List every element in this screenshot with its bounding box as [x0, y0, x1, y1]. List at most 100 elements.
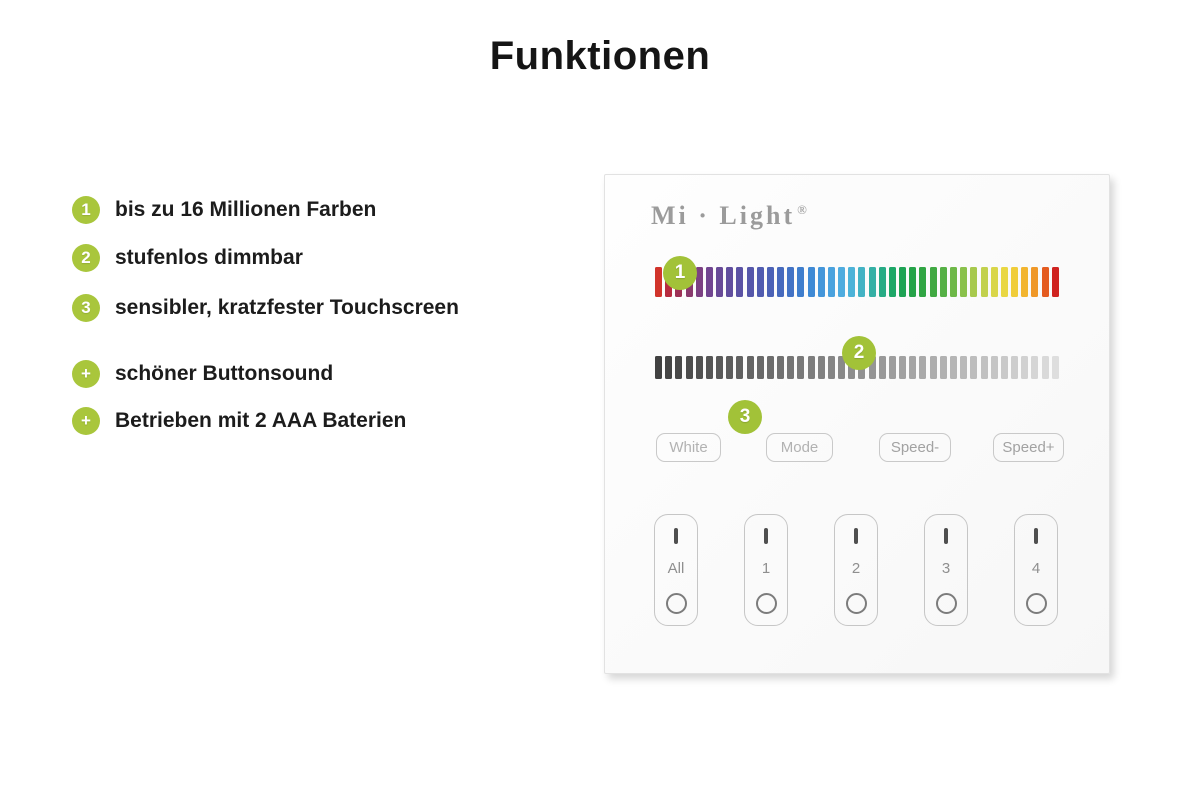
dim-bar	[777, 356, 785, 379]
color-bar	[695, 267, 703, 297]
marker-badge-2: 2	[842, 336, 876, 370]
zone-rocker-1: 1	[744, 514, 788, 626]
feature-text: bis zu 16 Millionen Farben	[115, 198, 377, 221]
registered-mark: ®	[797, 202, 807, 218]
on-mark-icon	[674, 528, 678, 544]
dim-gradient-strip	[655, 356, 1059, 379]
zone-label: 4	[1031, 560, 1041, 577]
dim-bar	[1031, 356, 1039, 379]
dim-bar	[980, 356, 988, 379]
color-bar	[858, 267, 866, 297]
color-bar	[1011, 267, 1019, 297]
dim-bar	[949, 356, 957, 379]
color-bar	[746, 267, 754, 297]
color-bar	[705, 267, 713, 297]
color-bar	[970, 267, 978, 297]
color-bar	[949, 267, 957, 297]
dim-bar	[787, 356, 795, 379]
dim-bar	[919, 356, 927, 379]
color-bar	[726, 267, 734, 297]
off-circle-icon	[1025, 593, 1047, 614]
feature-item: + Betrieben mit 2 AAA Baterien	[72, 407, 459, 435]
brand-logo: Mi · Light®	[651, 201, 807, 231]
zone-label: All	[667, 560, 685, 577]
dim-bar	[838, 356, 846, 379]
zone-rocker-4: 4	[1014, 514, 1058, 626]
marker-badge-3: 3	[728, 400, 762, 434]
feature-text: stufenlos dimmbar	[115, 246, 303, 269]
off-circle-icon	[845, 593, 867, 614]
on-mark-icon	[1034, 528, 1038, 544]
feature-item: 3 sensibler, kratzfester Touchscreen	[72, 294, 459, 322]
off-circle-icon	[665, 593, 687, 614]
color-bar	[787, 267, 795, 297]
plus-badge-icon: +	[72, 360, 100, 388]
dim-bar	[1000, 356, 1008, 379]
dim-bar	[878, 356, 886, 379]
color-gradient-strip	[655, 267, 1059, 297]
dim-bar	[960, 356, 968, 379]
dim-bar	[929, 356, 937, 379]
dim-bar	[990, 356, 998, 379]
color-bar	[1000, 267, 1008, 297]
off-circle-icon	[755, 593, 777, 614]
dim-bar	[909, 356, 917, 379]
dim-bar	[1011, 356, 1019, 379]
color-bar	[797, 267, 805, 297]
dim-bar	[1041, 356, 1049, 379]
dim-bar	[726, 356, 734, 379]
color-bar	[756, 267, 764, 297]
color-bar	[899, 267, 907, 297]
color-bar	[868, 267, 876, 297]
on-mark-icon	[764, 528, 768, 544]
on-mark-icon	[854, 528, 858, 544]
dim-bar	[695, 356, 703, 379]
speed-plus-button: Speed+	[993, 433, 1064, 462]
zone-label: 2	[851, 560, 861, 577]
color-bar	[1021, 267, 1029, 297]
color-bar	[960, 267, 968, 297]
color-bar	[848, 267, 856, 297]
color-bar	[1041, 267, 1049, 297]
dim-bar	[766, 356, 774, 379]
dim-bar	[746, 356, 754, 379]
color-bar	[817, 267, 825, 297]
dim-bar	[939, 356, 947, 379]
dim-bar	[827, 356, 835, 379]
color-bar	[1031, 267, 1039, 297]
color-bar	[878, 267, 886, 297]
numbered-badge-icon: 3	[72, 294, 100, 322]
color-bar	[909, 267, 917, 297]
color-bar	[736, 267, 744, 297]
color-bar	[827, 267, 835, 297]
feature-list: 1 bis zu 16 Millionen Farben 2 stufenlos…	[72, 196, 459, 435]
dim-bar	[1021, 356, 1029, 379]
color-bar	[655, 267, 662, 297]
dim-bar	[970, 356, 978, 379]
color-bar	[888, 267, 896, 297]
color-bar	[939, 267, 947, 297]
off-circle-icon	[935, 593, 957, 614]
feature-item: + schöner Buttonsound	[72, 360, 459, 388]
remote-panel-image: Mi · Light® 1 2 3 White Mode Speed- Spee…	[604, 174, 1110, 674]
color-bar	[980, 267, 988, 297]
dim-bar	[675, 356, 683, 379]
numbered-badge-icon: 2	[72, 244, 100, 272]
dim-bar	[797, 356, 805, 379]
color-bar	[1051, 267, 1059, 297]
feature-item: 1 bis zu 16 Millionen Farben	[72, 196, 459, 224]
dim-bar	[1051, 356, 1059, 379]
dim-bar	[685, 356, 693, 379]
dim-bar	[716, 356, 724, 379]
speed-minus-button: Speed-	[879, 433, 951, 462]
color-bar	[716, 267, 724, 297]
dim-bar	[705, 356, 713, 379]
dim-bar	[899, 356, 907, 379]
color-bar	[766, 267, 774, 297]
brand-text: Mi · Light	[651, 201, 796, 230]
color-bar	[990, 267, 998, 297]
zone-label: 1	[761, 560, 771, 577]
color-bar	[919, 267, 927, 297]
numbered-badge-icon: 1	[72, 196, 100, 224]
on-mark-icon	[944, 528, 948, 544]
